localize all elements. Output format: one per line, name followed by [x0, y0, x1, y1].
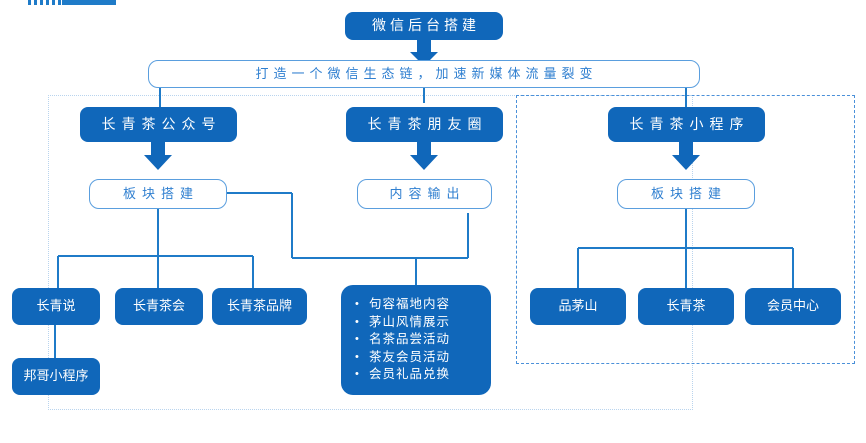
leaf-official-account-1[interactable]: 长青茶会: [115, 288, 203, 325]
list-item: 句容福地内容: [355, 296, 477, 314]
leaf-mini-program-2[interactable]: 会员中心: [745, 288, 841, 325]
branch-header-official-account[interactable]: 长青茶公众号: [80, 107, 237, 142]
outer-scope-dotted-region: [48, 95, 693, 410]
leaf-mini-program-1[interactable]: 长青茶: [638, 288, 734, 325]
leaf-official-account-2[interactable]: 长青茶品牌: [212, 288, 307, 325]
list-item: 茶友会员活动: [355, 349, 477, 367]
diagram-subtitle-node[interactable]: 打造一个微信生态链，加速新媒体流量裂变: [148, 60, 700, 88]
leaf-official-account-sub[interactable]: 邦哥小程序: [12, 358, 100, 395]
top-edge-artifact-bar: [28, 0, 116, 5]
diagram-title-node[interactable]: 微信后台搭建: [345, 12, 503, 40]
branch-header-moments[interactable]: 长青茶朋友圈: [346, 107, 503, 142]
moments-content-list-card[interactable]: 句容福地内容 茅山风情展示 名茶品尝活动 茶友会员活动 会员礼品兑换: [341, 285, 491, 395]
top-edge-artifact-dots: [28, 0, 62, 5]
leaf-mini-program-0[interactable]: 品茅山: [530, 288, 626, 325]
leaf-official-account-0[interactable]: 长青说: [12, 288, 100, 325]
stage-mini-program-sections[interactable]: 板块搭建: [617, 179, 755, 209]
list-item: 茅山风情展示: [355, 314, 477, 332]
stage-moments-content-output[interactable]: 内容输出: [357, 179, 492, 209]
stage-official-account-sections[interactable]: 板块搭建: [89, 179, 227, 209]
moments-content-list: 句容福地内容 茅山风情展示 名茶品尝活动 茶友会员活动 会员礼品兑换: [353, 296, 477, 384]
branch-header-mini-program[interactable]: 长青茶小程序: [608, 107, 765, 142]
list-item: 会员礼品兑换: [355, 366, 477, 384]
list-item: 名茶品尝活动: [355, 331, 477, 349]
